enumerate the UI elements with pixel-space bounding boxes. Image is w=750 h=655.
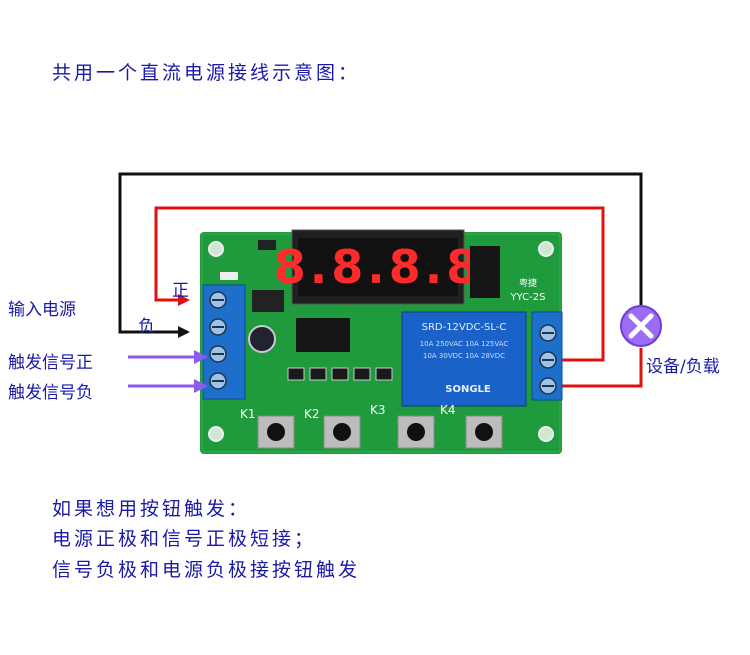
label-input-power: 输入电源 [8,300,76,320]
relay-rating-1: 10A 250VAC 10A 125VAC [420,340,509,348]
label-trigger-positive: 触发信号正 [8,353,93,373]
capacitor [248,325,276,353]
brand-label: 粤捷 [519,277,537,289]
smd-left [220,272,238,280]
red-wire-top [154,206,605,362]
page-title: 共用一个直流电源接线示意图： [52,62,361,84]
label-trigger-negative: 触发信号负 [8,383,93,403]
mounting-holes [208,241,554,442]
label-k3: K3 [370,403,386,417]
model-label: YYC-2S [510,292,546,303]
regulator [252,290,284,312]
load-icon [620,305,662,347]
label-device-load: 设备/负载 [646,357,720,377]
push-buttons [257,415,503,449]
input-terminal-block [202,284,246,400]
note-line-2: 电源正极和信号正极短接； [52,528,317,550]
label-negative: 负 [138,317,155,337]
relay-brand: SONGLE [445,384,491,395]
red-wire-load [560,348,643,388]
seven-segment-display: 8.8.8.8 [274,229,482,305]
arrow-negative [178,326,190,338]
relay-board: 8.8.8.8 SRD-12VDC-SL-C 10A 250VAC 10A 12… [200,229,563,454]
note-line-3: 信号负极和电源负极接按钮触发 [52,559,361,581]
label-k2: K2 [304,407,320,421]
display-digits: 8.8.8.8 [274,240,482,294]
resistor-row [287,367,393,381]
arrow-positive [178,294,190,306]
note-line-1: 如果想用按钮触发： [52,498,251,520]
black-wire [118,172,643,334]
ic-chip-center [296,318,350,352]
relay: SRD-12VDC-SL-C 10A 250VAC 10A 125VAC 10A… [401,311,527,407]
relay-model: SRD-12VDC-SL-C [422,322,507,333]
label-positive: 正 [172,281,189,301]
label-k1: K1 [240,407,256,421]
label-k4: K4 [440,403,456,417]
output-terminal-block [531,311,563,401]
smd-top-left [258,240,276,250]
ic-chip-right [470,246,500,298]
trigger-arrows [128,350,208,393]
relay-rating-2: 10A 30VDC 10A 28VDC [423,352,505,360]
